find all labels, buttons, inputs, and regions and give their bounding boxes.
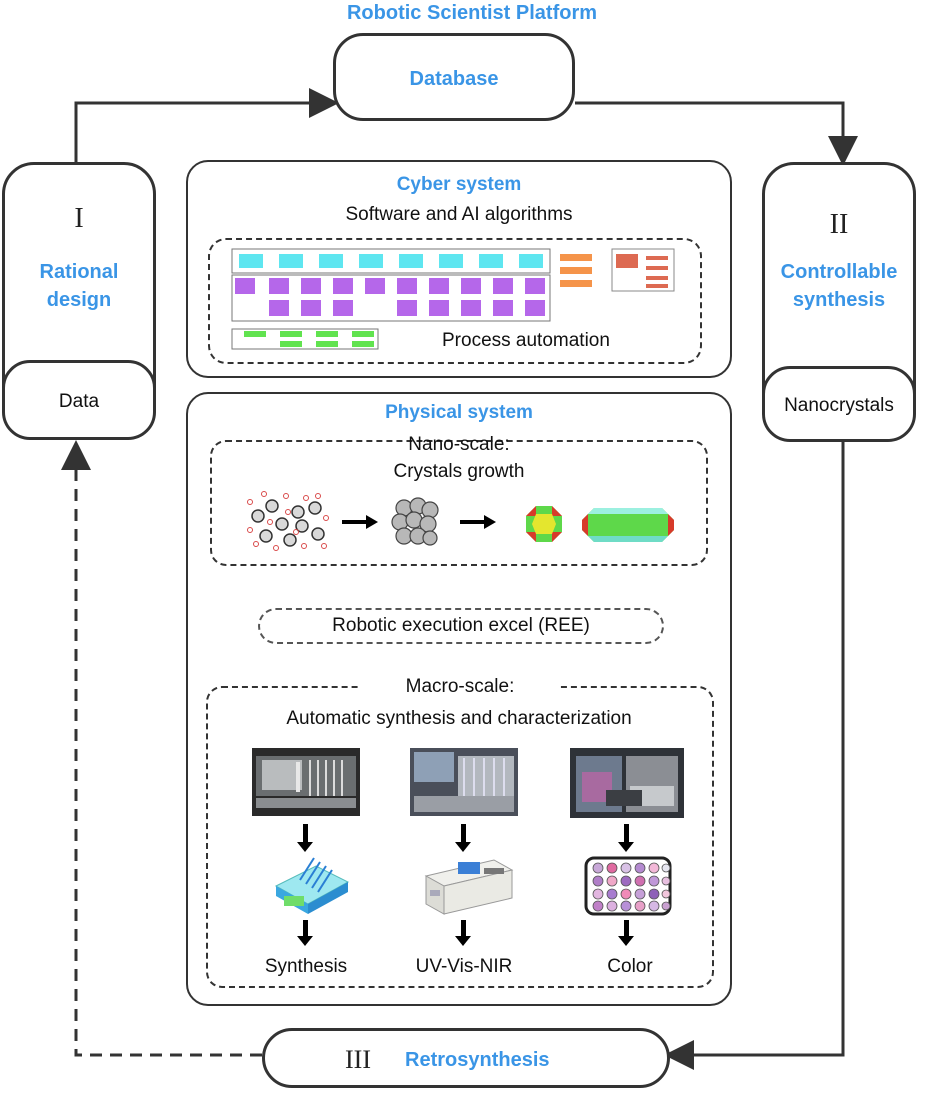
synthesis-label: Synthesis — [264, 956, 348, 977]
nano-scale-frame — [210, 440, 708, 566]
growth-arrow-2 — [460, 515, 496, 529]
macro-scale-subtitle: Automatic synthesis and characterization — [286, 708, 632, 729]
spectrometer-icon — [424, 859, 514, 915]
rational-design-label-2: design — [46, 289, 112, 311]
uv-vis-nir-label: UV-Vis-NIR — [415, 956, 513, 977]
data-box: Data — [2, 360, 156, 440]
arrow-database-to-synthesis — [575, 101, 858, 166]
color-imaging-photo — [570, 748, 684, 818]
controllable-synthesis-label-2: synthesis — [792, 289, 886, 311]
platform-title: Robotic Scientist Platform — [346, 2, 598, 24]
process-automation-label: Process automation — [442, 330, 610, 351]
rational-design-label-1: Rational — [39, 261, 119, 283]
synthesis-robot-photo — [252, 748, 360, 816]
cyber-system-subtitle: Software and AI algorithms — [345, 204, 573, 225]
arrow-synthesis-to-retrosynthesis — [664, 440, 845, 1070]
controllable-synthesis-numeral: II — [829, 209, 849, 240]
controllable-synthesis-label-1: Controllable — [780, 261, 898, 283]
nuclei-icon — [247, 491, 329, 551]
nanocrystals-box: Nanocrystals — [762, 366, 916, 442]
data-label: Data — [58, 391, 100, 412]
nanocrystals-label: Nanocrystals — [784, 395, 894, 416]
rational-design-numeral: I — [74, 203, 84, 234]
process-automation-frame — [208, 238, 702, 364]
retrosynthesis-label: Retrosynthesis — [405, 1049, 550, 1071]
workflow-blocks-graphic — [231, 248, 675, 350]
crystals-growth-title: Crystals growth — [393, 461, 525, 482]
nanorod-icon — [582, 508, 674, 542]
database-label: Database — [409, 68, 499, 90]
synthesis-reactor-icon — [274, 857, 350, 914]
ree-label: Robotic execution excel (REE) — [332, 615, 590, 636]
ree-frame — [258, 608, 664, 644]
retrosynthesis-box: III Retrosynthesis — [262, 1028, 670, 1088]
seed-cluster-icon — [391, 497, 439, 546]
color-label: Color — [607, 956, 653, 977]
well-plate-icon — [584, 856, 672, 916]
nano-scale-title: Nano-scale: — [408, 434, 510, 455]
growth-arrow-1 — [342, 515, 378, 529]
photo-to-icon-arrows — [297, 824, 634, 946]
uv-vis-nir-photo — [410, 748, 518, 816]
cyber-system-title: Cyber system — [396, 174, 522, 195]
octahedral-crystal-icon — [526, 506, 562, 542]
arrow-design-to-database — [74, 88, 339, 162]
database-box: Database — [333, 33, 575, 121]
retrosynthesis-numeral: III — [345, 1045, 371, 1074]
arrow-retrosynthesis-to-data — [61, 440, 262, 1057]
physical-system-title: Physical system — [385, 402, 533, 423]
macro-scale-title: Macro-scale: — [360, 676, 560, 698]
cyber-system-box: Cyber system Software and AI algorithms — [186, 160, 732, 378]
